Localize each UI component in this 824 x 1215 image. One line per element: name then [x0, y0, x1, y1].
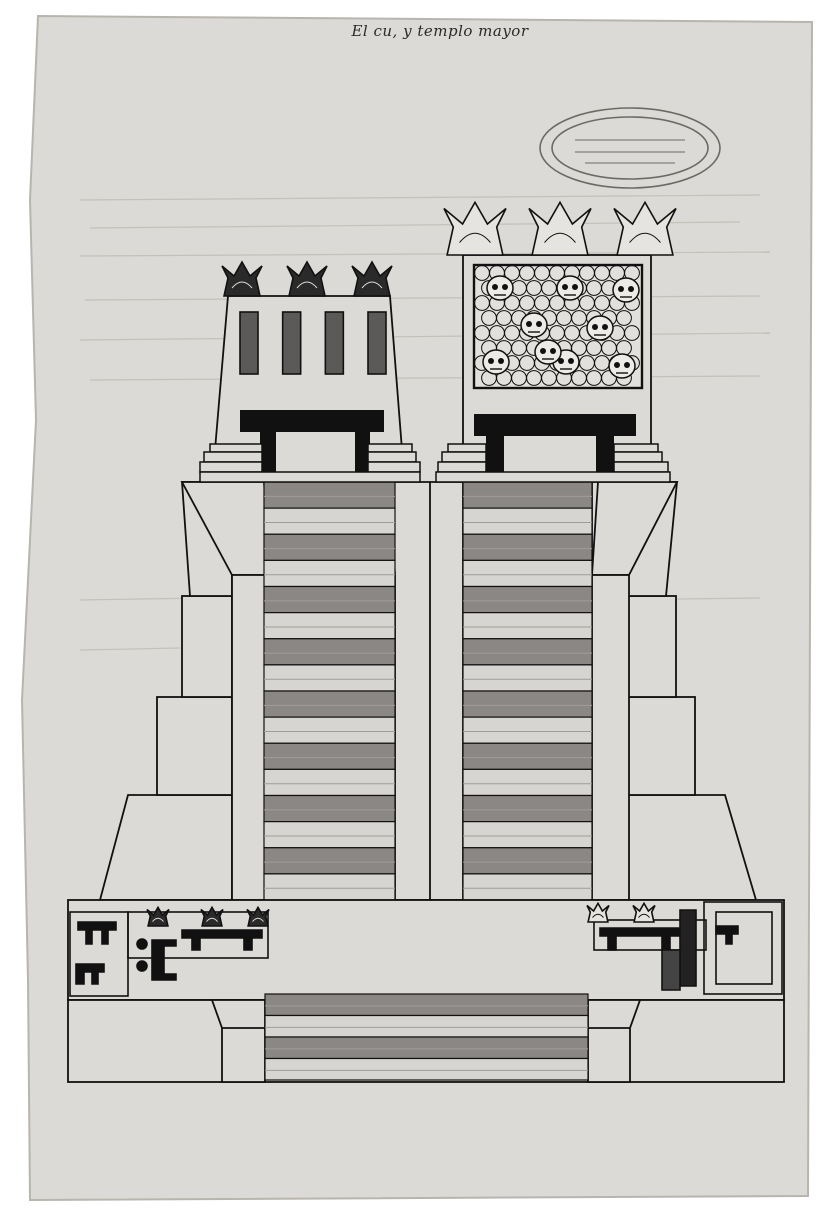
right-stair-step — [462, 533, 593, 561]
right-crest-detail — [629, 232, 661, 243]
stair-balustrades — [180, 481, 679, 901]
right-stair-step — [462, 821, 593, 849]
left-staircase — [263, 481, 396, 901]
left-platform-buildings — [69, 911, 269, 997]
skull-eye — [628, 286, 634, 292]
left-stair-step — [263, 638, 396, 666]
skull-eye — [592, 324, 598, 330]
skull — [486, 275, 514, 301]
shrine-panel — [281, 311, 302, 375]
right-stair-step — [462, 847, 593, 875]
left-shrine — [199, 260, 421, 483]
skull-eye — [618, 286, 624, 292]
left-shrine-crests — [221, 260, 393, 297]
left-crest-detail — [231, 281, 253, 289]
front-stair-step — [264, 993, 589, 1017]
left-stair-step — [263, 847, 396, 875]
skull — [608, 353, 636, 379]
right-crest-detail — [459, 232, 491, 243]
skull-eye — [540, 348, 546, 354]
skull-eye — [488, 358, 494, 364]
skull-eye — [558, 358, 564, 364]
skull — [586, 315, 614, 341]
right-stair-step — [462, 559, 593, 588]
right-stair-step — [462, 585, 593, 614]
skull-eye — [550, 348, 556, 354]
platform-crest-detail — [152, 917, 164, 922]
left-stair-step — [263, 690, 396, 718]
left-stair-step — [263, 716, 396, 744]
left-stair-step — [263, 873, 396, 901]
shrine-panel — [367, 311, 387, 375]
right-stair-step — [462, 638, 593, 666]
right-shrine-crests — [443, 200, 677, 256]
skull-rack — [482, 275, 640, 379]
right-stair-step — [462, 794, 593, 823]
right-stair-step — [462, 873, 593, 901]
right-stair-step — [462, 507, 593, 535]
platform-crest-detail — [638, 913, 650, 918]
skull — [520, 312, 548, 338]
left-stair-step — [263, 821, 396, 849]
skull-eye — [562, 284, 568, 290]
right-stair-step — [462, 481, 593, 509]
shrine-panel — [324, 311, 345, 375]
front-stair-step — [264, 1014, 589, 1038]
right-stair-step — [462, 664, 593, 692]
left-stair-step — [263, 559, 396, 588]
panel-bubble — [624, 325, 640, 341]
skull-eye — [536, 321, 542, 327]
left-stair-step — [263, 794, 396, 823]
panel-bubble — [616, 310, 632, 326]
right-platform-buildings — [593, 901, 783, 995]
skull-eye — [624, 362, 630, 368]
left-shrine-panels — [239, 311, 387, 375]
left-crest-detail — [361, 281, 383, 289]
skull — [612, 277, 640, 303]
skull-eye — [492, 284, 498, 290]
skull-eye — [526, 321, 532, 327]
right-stair-step — [462, 768, 593, 797]
skull-eye — [568, 358, 574, 364]
skull-eye — [502, 284, 508, 290]
skull-eye — [498, 358, 504, 364]
left-stair-step — [263, 664, 396, 692]
front-stair-step — [264, 1057, 589, 1081]
skull-eye — [572, 284, 578, 290]
platform-crest-detail — [592, 913, 604, 918]
right-stair-step — [462, 742, 593, 770]
left-stair-step — [263, 507, 396, 535]
skull — [482, 349, 510, 375]
left-stair-step — [263, 533, 396, 561]
skull — [534, 339, 562, 365]
shrine-panel — [239, 311, 259, 375]
front-staircase — [264, 993, 589, 1081]
left-stair-step — [263, 768, 396, 797]
right-shrine — [435, 200, 677, 483]
skull-eye — [602, 324, 608, 330]
seal-stamp — [539, 107, 721, 189]
left-crest-detail — [296, 281, 318, 289]
right-crest-detail — [544, 232, 576, 243]
platform-crest-detail — [252, 917, 264, 922]
right-stair-step — [462, 690, 593, 718]
manuscript-caption: El cu, y templo mayor — [351, 22, 529, 40]
right-stair-step — [462, 612, 593, 640]
right-staircase — [462, 481, 593, 901]
platform-crests — [146, 901, 656, 927]
left-stair-step — [263, 742, 396, 770]
platform-crest-detail — [206, 917, 218, 922]
skull-eye — [614, 362, 620, 368]
left-stair-step — [263, 585, 396, 614]
right-stair-step — [462, 716, 593, 744]
front-stair-step — [264, 1036, 589, 1060]
left-stair-step — [263, 612, 396, 640]
left-stair-step — [263, 481, 396, 509]
skull — [556, 275, 584, 301]
